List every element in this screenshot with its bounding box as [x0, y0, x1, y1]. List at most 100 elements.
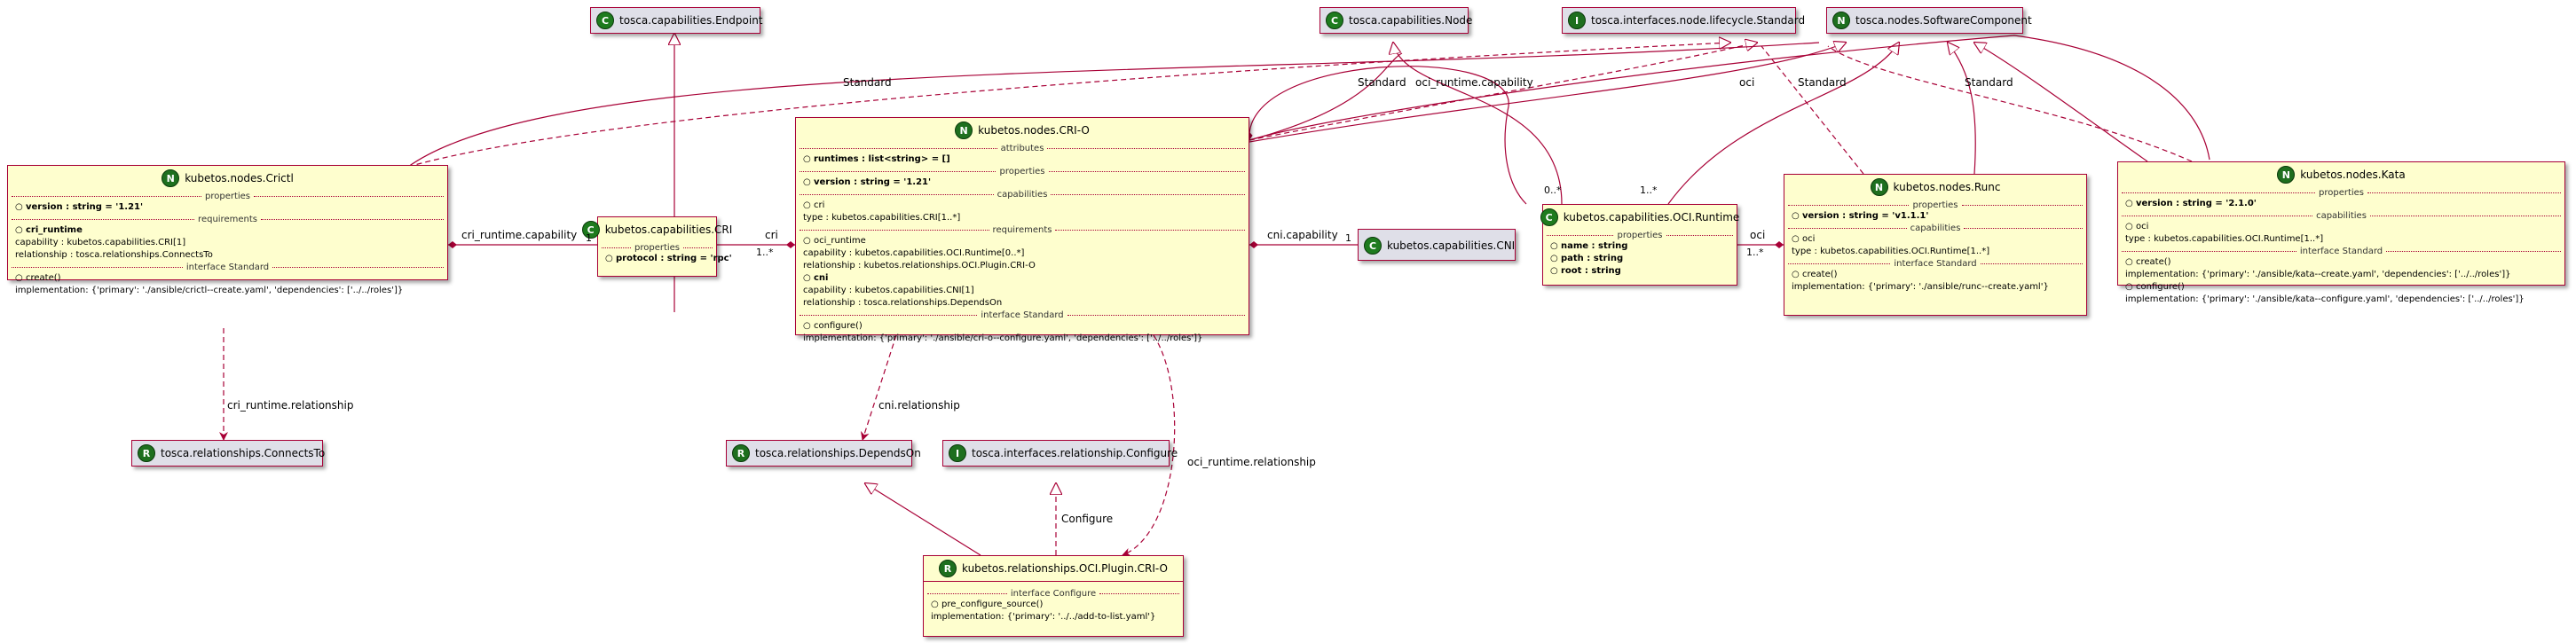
class-name: kubetos.nodes.Crictl	[185, 172, 294, 184]
requirement-capability: capability : kubetos.capabilities.CRI[1]	[15, 238, 186, 247]
edge-mult-runc-oci: 1..*	[1746, 247, 1764, 258]
edge-runc-lifecycle	[1761, 45, 1864, 175]
edge-mult-crio-cri: 1..*	[756, 247, 774, 258]
class-stereotype-icon: C	[1326, 12, 1343, 29]
relationship-stereotype-icon: R	[732, 444, 750, 462]
edge-label-kata-oci: oci	[1739, 76, 1755, 89]
section-title: capabilities	[2118, 210, 2564, 221]
edge-label-crio-cri: cri	[765, 229, 778, 241]
class-name: kubetos.capabilities.OCI.Runtime	[1563, 211, 1740, 223]
operation-implementation: implementation: {'primary': '../../add-t…	[931, 612, 1156, 622]
section-divider	[924, 581, 1183, 588]
class-name: tosca.relationships.DependsOn	[755, 447, 921, 459]
class-name: tosca.capabilities.Endpoint	[619, 14, 763, 27]
operation-configure: configure()	[814, 321, 863, 331]
requirement-cni-relationship: relationship : tosca.relationships.Depen…	[803, 298, 1003, 308]
attribute-runtimes: runtimes : list<string> = []	[814, 154, 950, 164]
class-name: tosca.relationships.ConnectsTo	[161, 447, 326, 459]
section-title: interface Configure	[924, 588, 1183, 599]
operation-implementation: implementation: {'primary': './ansible/c…	[803, 333, 1203, 343]
section-title: requirements	[8, 214, 447, 224]
edge-ociruntime-node	[1393, 43, 1563, 205]
capability-oci: oci	[1802, 234, 1816, 244]
interface-stereotype-icon: I	[949, 444, 966, 462]
section-title: interface Standard	[796, 310, 1249, 320]
edge-label-crio-cni: cni.capability	[1267, 229, 1338, 241]
edge-crio-dependson	[860, 334, 897, 441]
node-stereotype-icon: N	[955, 122, 973, 139]
edge-label-cri-runtime-relationship: cri_runtime.relationship	[227, 399, 354, 412]
edge-ociruntime-software	[1667, 43, 1899, 205]
edge-mult-crio-oci-b: 1..*	[1640, 184, 1658, 196]
requirement-cni-capability: capability : kubetos.capabilities.CNI[1]	[803, 286, 974, 295]
edge-label-cni-relationship: cni.relationship	[878, 399, 960, 412]
property-root: root : string	[1561, 266, 1621, 276]
class-name: tosca.interfaces.node.lifecycle.Standard	[1591, 14, 1806, 27]
node-stereotype-icon: N	[1870, 178, 1888, 196]
edge-label-oci-runtime-relationship: oci_runtime.relationship	[1187, 456, 1316, 468]
edge-crio-software	[1249, 43, 1846, 143]
capability-oci-type: type : kubetos.capabilities.OCI.Runtime[…	[2125, 234, 2324, 244]
section-title: attributes	[796, 143, 1249, 153]
interface-stereotype-icon: I	[1568, 12, 1586, 29]
edge-crio-ociruntime	[1249, 52, 1403, 141]
relationship-stereotype-icon: R	[138, 444, 155, 462]
edge-crio-plugin	[1122, 334, 1176, 557]
capability-cri: cri	[814, 200, 825, 210]
property-protocol: protocol : string = 'rpc'	[616, 254, 732, 263]
class-name: kubetos.capabilities.CRI	[604, 223, 733, 236]
section-title: properties	[2118, 187, 2564, 198]
edge-mult-crictl-cri: 1	[586, 232, 592, 244]
edge-kata-lifecycle	[1827, 45, 2193, 162]
edge-kata-crio	[1245, 66, 1527, 205]
class-name: tosca.capabilities.Node	[1349, 14, 1473, 27]
edge-label-oci-runtime-capability: oci_runtime.capability	[1415, 76, 1533, 89]
operation-create: create()	[26, 273, 61, 283]
edge-label-runc-standard: Standard	[1798, 76, 1847, 89]
edge-kata-software	[1974, 43, 2148, 162]
property-version: version : string = '2.1.0'	[2136, 199, 2257, 208]
requirement-name: cri_runtime	[26, 225, 83, 235]
class-name: kubetos.nodes.Kata	[2300, 169, 2406, 181]
operation-pre-configure-source: pre_configure_source()	[941, 600, 1044, 609]
relationship-stereotype-icon: R	[939, 560, 957, 577]
requirement-oci-capability: capability : kubetos.capabilities.OCI.Ru…	[803, 248, 1025, 258]
class-name: kubetos.nodes.Runc	[1893, 181, 2001, 193]
section-title: requirements	[796, 224, 1249, 235]
edge-mult-crio-cni: 1	[1345, 232, 1351, 244]
edge-dependson-plugin	[865, 483, 981, 556]
edge-label-configure: Configure	[1061, 513, 1114, 525]
operation-create: create()	[2136, 257, 2171, 267]
operation-create-implementation: implementation: {'primary': './ansible/k…	[2125, 270, 2511, 279]
operation-implementation: implementation: {'primary': './ansible/c…	[15, 286, 404, 295]
edge-kata-top	[1249, 35, 2210, 161]
section-title: capabilities	[1784, 223, 2086, 233]
capability-oci: oci	[2136, 222, 2149, 231]
section-title: capabilities	[796, 189, 1249, 200]
section-title: properties	[796, 166, 1249, 176]
operation-configure-implementation: implementation: {'primary': './ansible/k…	[2125, 294, 2525, 304]
property-version: version : string = '1.21'	[26, 202, 144, 212]
edge-label-crio-standard: Standard	[1358, 76, 1406, 89]
section-title: interface Standard	[1784, 258, 2086, 269]
capability-cri-type: type : kubetos.capabilities.CRI[1..*]	[803, 213, 961, 223]
operation-create: create()	[1802, 270, 1838, 279]
node-stereotype-icon: N	[2277, 166, 2296, 184]
edge-mult-crio-oci-a: 0..*	[1544, 184, 1562, 196]
class-name: tosca.nodes.SoftwareComponent	[1855, 14, 2032, 27]
